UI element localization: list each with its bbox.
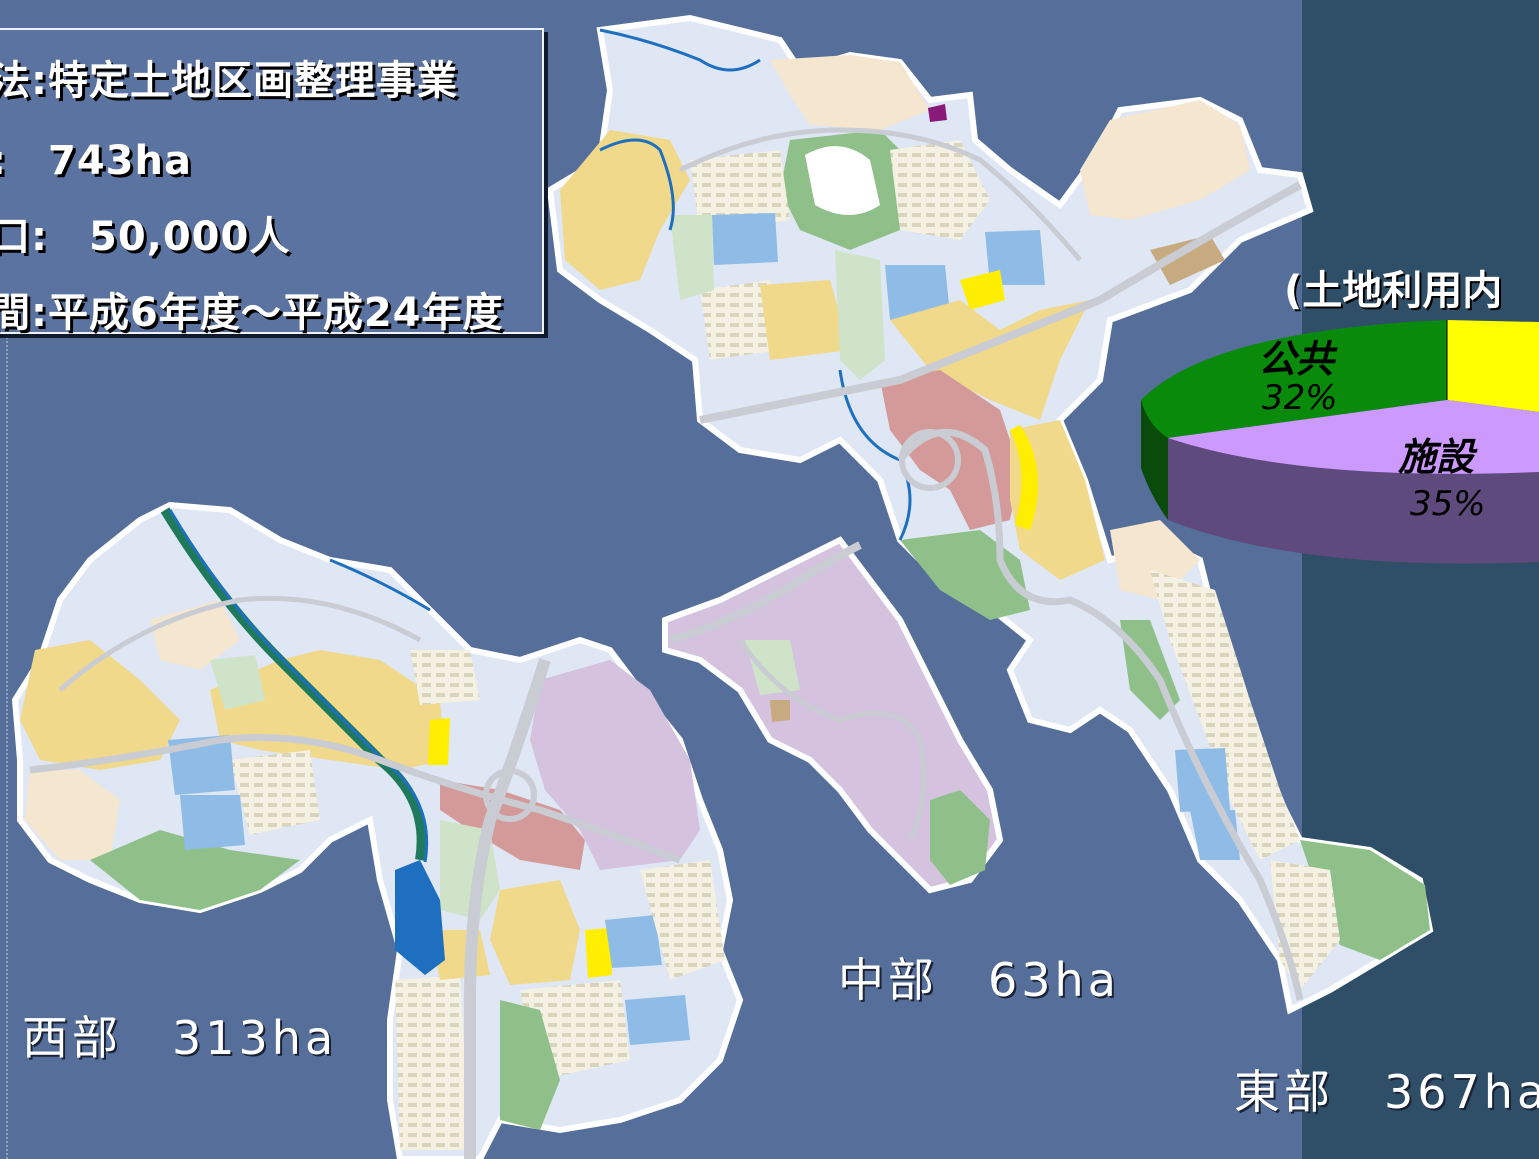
east-green-se: [1300, 840, 1430, 960]
west-yellow-south: [490, 880, 580, 985]
east-commercial: [880, 370, 1020, 530]
west-district-map: [11, 501, 744, 1159]
west-district-label: 西部 313ha: [22, 1011, 338, 1065]
west-yellow-bright: [585, 928, 612, 978]
east-green-strip: [835, 250, 885, 380]
east-houses-strip: [1150, 570, 1300, 860]
west-river-2: [329, 558, 431, 612]
pie-label-public: 公共: [1258, 337, 1335, 381]
west-school-2: [180, 795, 245, 850]
pie-slice-green: [1141, 320, 1447, 438]
west-yellow-small: [428, 718, 450, 765]
west-houses-c: [640, 860, 725, 980]
east-brown-1: [1150, 235, 1225, 285]
land-use-pie-chart: [1141, 320, 1539, 564]
central-district-map: [662, 536, 1004, 894]
west-lake: [395, 860, 445, 975]
central-district-label: 中部 63ha: [838, 953, 1120, 1007]
pie-percent-public: 32%: [1262, 378, 1338, 418]
west-river-main: [160, 507, 427, 861]
west-yellow-nw: [20, 640, 180, 770]
east-river: [599, 28, 761, 72]
east-yellow-mid2: [890, 300, 1090, 420]
central-light-green: [745, 640, 800, 695]
west-river-blue: [168, 509, 429, 863]
central-road: [668, 541, 862, 644]
west-road-north: [58, 595, 422, 692]
west-school-4: [625, 995, 690, 1045]
pie-percent-facility: 35%: [1410, 484, 1486, 524]
east-river-2: [599, 138, 675, 231]
left-dotted-guide: [6, 330, 8, 1159]
info-area: : 743ha: [0, 138, 192, 184]
west-beige-w: [25, 770, 120, 860]
west-houses-b: [410, 650, 480, 705]
project-info-box: 法:特定土地区画整理事業 : 743ha 口: 50,000人 間:平成6年度～…: [0, 28, 544, 336]
west-road-main: [29, 734, 682, 864]
east-beige-ne: [1080, 100, 1250, 220]
west-houses-a: [230, 750, 320, 835]
pie-slice-purple: [1168, 400, 1539, 474]
east-district-map: [546, 14, 1434, 1015]
central-brown: [770, 700, 790, 722]
east-yellow-west: [560, 130, 690, 290]
info-method: 法:特定土地区画整理事業: [0, 58, 458, 104]
east-road-upper: [678, 127, 1082, 262]
west-green-sw: [90, 830, 300, 910]
east-interchange: [899, 429, 961, 491]
east-road-main: [699, 181, 1302, 424]
east-district-label: 東部 367ha: [1234, 1065, 1539, 1119]
west-houses-e: [395, 975, 470, 1150]
central-road-2: [737, 638, 926, 842]
pie-label-facility: 施設: [1398, 435, 1475, 479]
east-houses-b: [890, 140, 990, 240]
info-population: 口: 50,000人: [0, 214, 291, 260]
info-period: 間:平成6年度～平成24年度: [0, 290, 504, 336]
west-light-green: [210, 655, 265, 710]
east-yellow-small: [960, 270, 1005, 310]
east-road-ring: [897, 428, 1304, 1001]
east-houses-c: [700, 280, 780, 360]
east-light-green: [670, 215, 714, 300]
west-commercial: [440, 780, 585, 870]
west-green-south: [500, 1000, 560, 1130]
east-pond: [805, 146, 880, 215]
west-interchange: [483, 768, 537, 822]
east-yellow-mid: [760, 280, 850, 360]
east-school-1: [712, 213, 778, 265]
west-road-expressway: [463, 658, 551, 1159]
east-school-2: [885, 265, 950, 320]
east-purple-spot: [928, 104, 947, 122]
west-school-3: [605, 915, 662, 968]
east-yellow-arc: [1010, 425, 1038, 530]
pie-chart-title: (土地利用内: [1284, 268, 1503, 314]
east-beige-north: [770, 55, 930, 130]
pie-slice-yellow: [1447, 320, 1539, 412]
central-green-south: [930, 790, 990, 885]
